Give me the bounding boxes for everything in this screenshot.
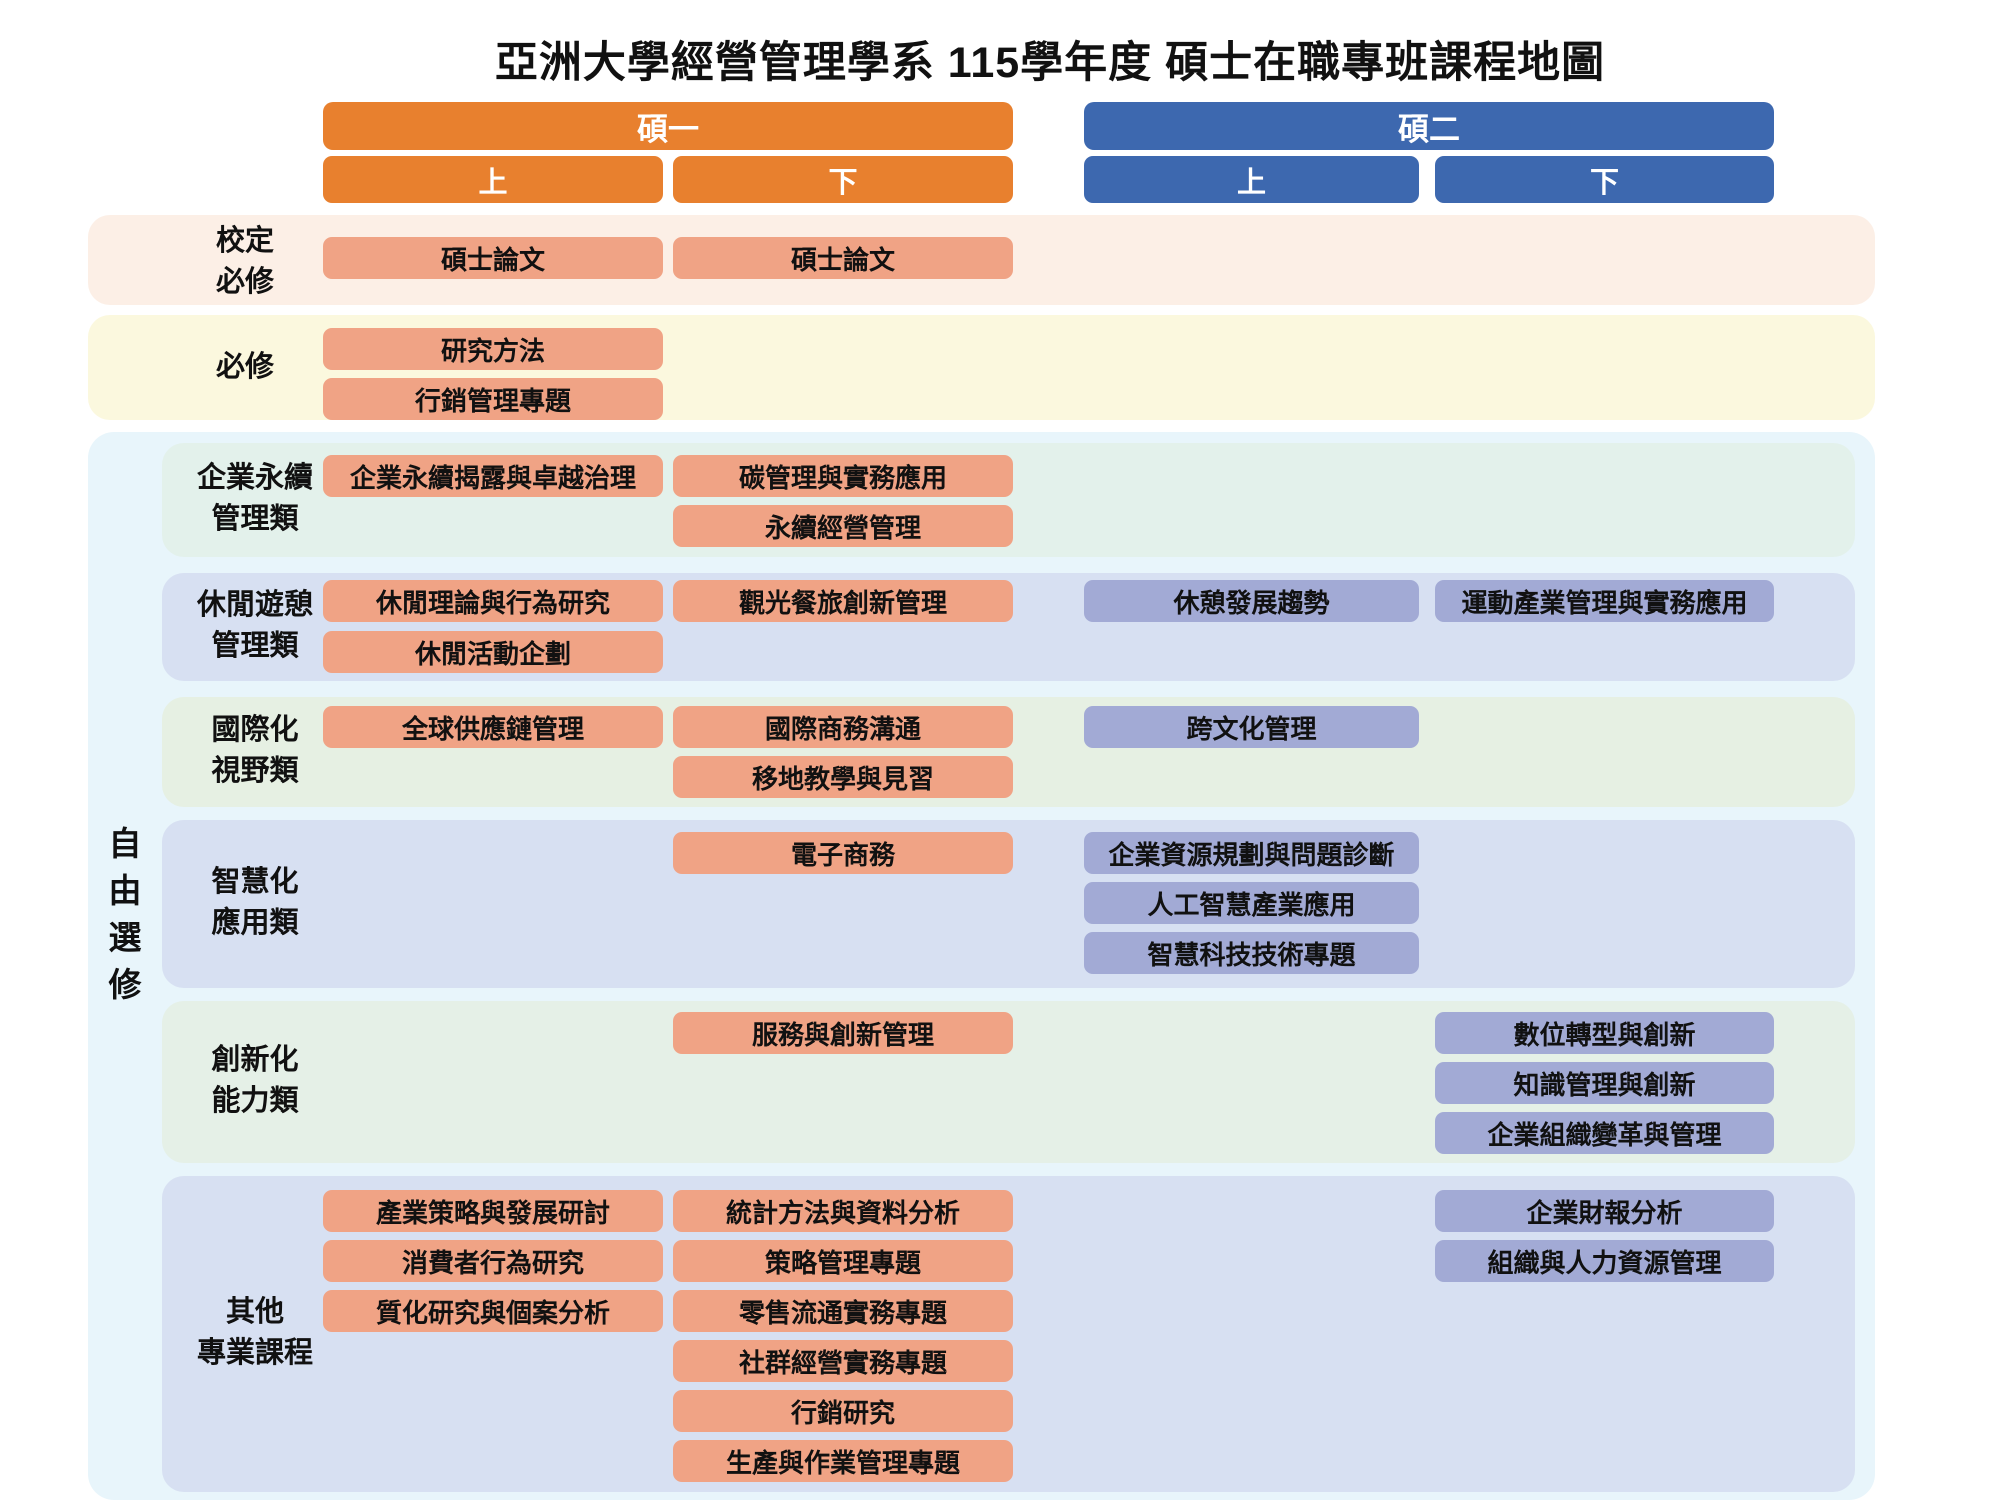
course-pill: 研究方法 xyxy=(323,328,663,370)
course-pill: 組織與人力資源管理 xyxy=(1435,1240,1774,1282)
course-pill: 永續經營管理 xyxy=(673,505,1013,547)
page-title: 亞洲大學經營管理學系 115學年度 碩士在職專班課程地圖 xyxy=(494,39,1606,87)
row-label-sustain: 企業永續 管理類 xyxy=(196,462,313,535)
row-label-required: 必修 xyxy=(215,351,274,383)
course-pill: 社群經營實務專題 xyxy=(673,1340,1013,1382)
course-pill: 消費者行為研究 xyxy=(323,1240,663,1282)
course-pill: 企業財報分析 xyxy=(1435,1190,1774,1232)
course-pill: 電子商務 xyxy=(673,832,1013,874)
course-pill: 智慧科技技術專題 xyxy=(1084,932,1419,974)
course-pill: 服務與創新管理 xyxy=(673,1012,1013,1054)
course-pill: 全球供應鏈管理 xyxy=(323,706,663,748)
course-pill: 休閒活動企劃 xyxy=(323,631,663,673)
course-pill: 企業組織變革與管理 xyxy=(1435,1112,1774,1154)
course-pill: 運動產業管理與實務應用 xyxy=(1435,580,1774,622)
course-pill: 休閒理論與行為研究 xyxy=(323,580,663,622)
header-year1-sem1: 上 xyxy=(323,156,663,203)
row-label-leisure: 休閒遊憩 管理類 xyxy=(196,589,313,662)
course-pill: 移地教學與見習 xyxy=(673,756,1013,798)
course-pill: 質化研究與個案分析 xyxy=(323,1290,663,1332)
course-pill: 產業策略與發展研討 xyxy=(323,1190,663,1232)
row-label-free-elective: 自 由 選 修 xyxy=(108,825,142,1003)
course-pill: 統計方法與資料分析 xyxy=(673,1190,1013,1232)
course-pill: 零售流通實務專題 xyxy=(673,1290,1013,1332)
course-pill: 行銷研究 xyxy=(673,1390,1013,1432)
header-year2: 碩二 xyxy=(1084,102,1774,150)
row-label-other: 其他 專業課程 xyxy=(196,1296,313,1369)
course-pill: 策略管理專題 xyxy=(673,1240,1013,1282)
row-label-univ-required: 校定 必修 xyxy=(215,225,274,298)
course-pill: 碳管理與實務應用 xyxy=(673,455,1013,497)
row-label-smart: 智慧化 應用類 xyxy=(211,866,299,939)
course-pill: 跨文化管理 xyxy=(1084,706,1419,748)
course-pill: 休憩發展趨勢 xyxy=(1084,580,1419,622)
header-year2-sem1: 上 xyxy=(1084,156,1419,203)
header-year1-sem2: 下 xyxy=(673,156,1013,203)
row-label-global: 國際化 視野類 xyxy=(211,714,299,787)
course-pill: 數位轉型與創新 xyxy=(1435,1012,1774,1054)
course-pill: 企業永續揭露與卓越治理 xyxy=(323,455,663,497)
header-year1: 碩一 xyxy=(323,102,1013,150)
course-pill: 國際商務溝通 xyxy=(673,706,1013,748)
course-pill: 人工智慧產業應用 xyxy=(1084,882,1419,924)
course-pill: 碩士論文 xyxy=(673,237,1013,279)
course-pill: 生產與作業管理專題 xyxy=(673,1440,1013,1482)
course-pill: 碩士論文 xyxy=(323,237,663,279)
course-pill: 觀光餐旅創新管理 xyxy=(673,580,1013,622)
header-year2-sem2: 下 xyxy=(1435,156,1774,203)
course-pill: 知識管理與創新 xyxy=(1435,1062,1774,1104)
course-pill: 企業資源規劃與問題診斷 xyxy=(1084,832,1419,874)
row-label-innovation: 創新化 能力類 xyxy=(211,1044,299,1117)
course-pill: 行銷管理專題 xyxy=(323,378,663,420)
